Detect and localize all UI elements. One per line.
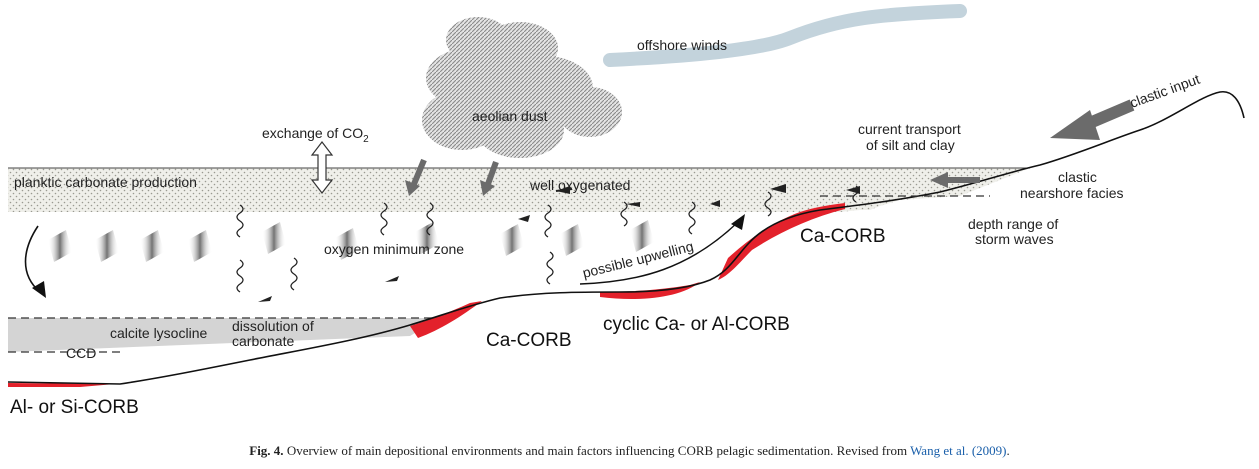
label-oxygen-minimum-zone: oxygen minimum zone [324, 241, 464, 257]
offshore-winds-band [603, 4, 967, 67]
surface-current-arrows [518, 172, 980, 222]
caption-figure-label: Fig. 4. [249, 443, 284, 458]
label-exchange-co2: exchange of CO2 [262, 125, 369, 145]
label-al-si-corb: Al- or Si-CORB [10, 397, 139, 418]
upwelling-arrow [579, 214, 745, 285]
label-exchange-co2-main: exchange of CO [262, 125, 363, 141]
co2-exchange-arrow [310, 141, 334, 194]
clastic-input-arrow [1050, 99, 1135, 140]
label-aeolian-dust: aeolian dust [472, 108, 548, 124]
label-ccd: CCD [66, 345, 96, 361]
figure-caption: Fig. 4. Overview of main depositional en… [0, 443, 1259, 459]
label-clastic-nearshore-line2: nearshore facies [1020, 185, 1124, 201]
circulation-arrow [24, 225, 46, 298]
label-ca-corb-middle: Ca-CORB [486, 330, 572, 351]
caption-text: Overview of main depositional environmen… [286, 443, 908, 458]
label-planktic-carbonate: planktic carbonate production [14, 174, 197, 190]
caption-end: . [1006, 443, 1010, 458]
label-ca-corb-upper: Ca-CORB [800, 226, 886, 247]
label-well-oxygenated: well oxygenated [529, 177, 630, 193]
label-dissolution-line2: carbonate [232, 333, 294, 349]
label-offshore-winds: offshore winds [637, 37, 727, 53]
dust-fall-arrows [405, 158, 499, 196]
seafloor-profile [7, 91, 1245, 385]
label-depth-range-line2: storm waves [975, 231, 1054, 247]
caption-reference-link[interactable]: Wang et al. (2009) [910, 443, 1007, 458]
label-current-transport-line2: of silt and clay [866, 137, 955, 153]
label-current-transport-line1: current transport [858, 121, 961, 137]
surface-water-layer [8, 167, 1030, 212]
label-exchange-co2-subscript: 2 [363, 134, 369, 145]
label-calcite-lysocline: calcite lysocline [110, 325, 207, 341]
settling-squiggles [236, 185, 860, 293]
small-drift-arrows [258, 276, 399, 302]
aeolian-dust-cloud [422, 17, 622, 158]
label-clastic-nearshore-line1: clastic [1058, 169, 1097, 185]
label-cyclic-corb: cyclic Ca- or Al-CORB [603, 314, 790, 335]
lysocline-band [8, 317, 440, 353]
oxygen-minimum-zone-blobs [48, 220, 654, 262]
label-depth-range-line1: depth range of [968, 216, 1058, 232]
label-dissolution-line1: dissolution of [232, 318, 314, 334]
depositional-environment-diagram: offshore winds clastic input aeolian dus… [7, 4, 1245, 418]
